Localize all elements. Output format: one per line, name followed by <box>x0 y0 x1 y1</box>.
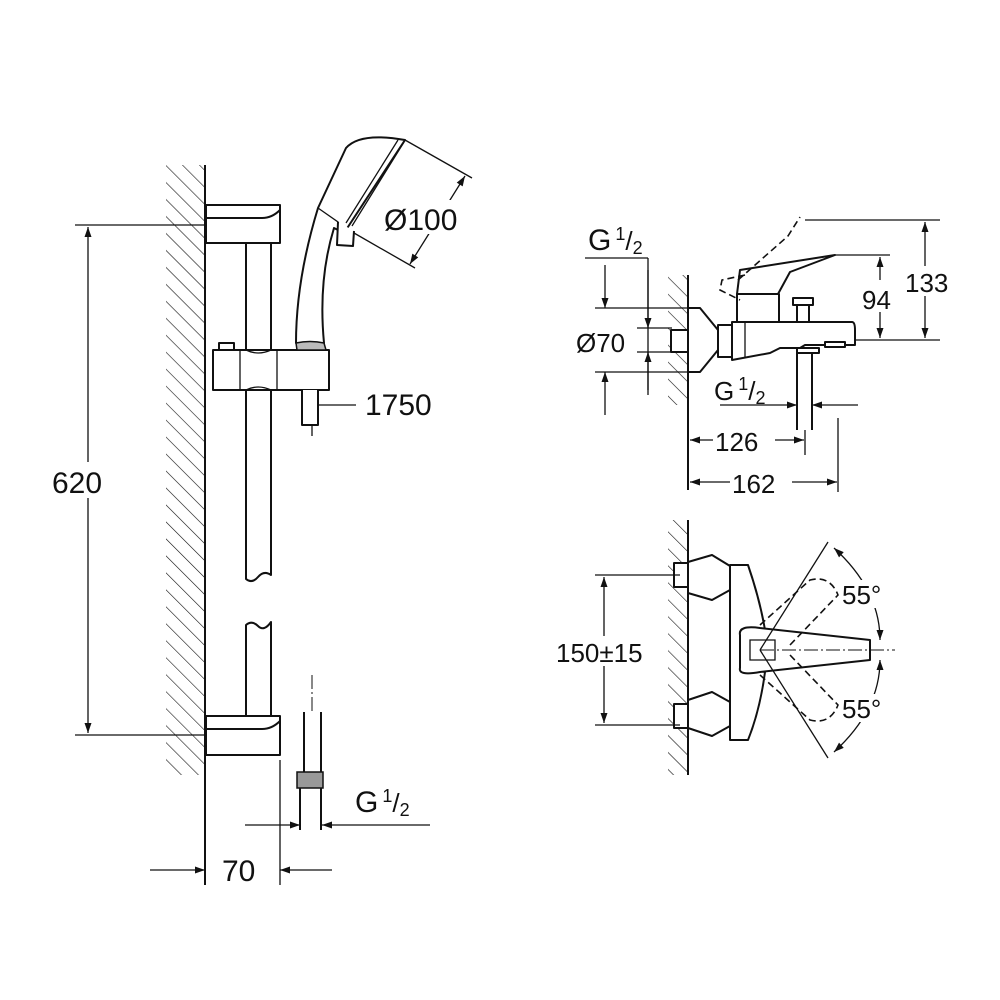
lever <box>736 254 836 295</box>
flange <box>687 307 719 373</box>
hose-bottom <box>303 712 322 772</box>
cartridge-housing <box>736 293 780 323</box>
diverter-knob <box>792 297 814 306</box>
head-diameter-label: Ø100 <box>384 204 457 237</box>
wall-hatch <box>166 165 205 775</box>
lever-raised-ghost <box>737 216 801 281</box>
wall-hatch <box>668 520 688 775</box>
top-bracket <box>205 204 281 244</box>
outlet-projection-label: 126 <box>715 427 758 457</box>
rail-height-label: 620 <box>52 467 102 500</box>
rail-slider <box>212 349 330 391</box>
upper-flange <box>687 554 731 601</box>
spout-aerator <box>824 341 846 348</box>
mixer-body <box>731 321 856 361</box>
lever-height-label: 94 <box>862 285 891 315</box>
total-projection-label: 162 <box>732 469 775 499</box>
bath-mixer-top-view: 55° 55° 150±15 <box>554 520 895 775</box>
rail-lower <box>245 621 272 717</box>
wall-offset-label: 70 <box>222 855 255 888</box>
hose-length-label: 1750 <box>365 389 432 422</box>
centre-distance-label: 150±15 <box>556 638 643 668</box>
bottom-bracket <box>205 715 281 756</box>
angle-up-label: 55° <box>842 580 881 610</box>
total-height-label: 133 <box>905 268 948 298</box>
union-nut <box>717 324 733 358</box>
hose-connector <box>295 340 327 351</box>
outlet-pipe <box>796 353 813 430</box>
flange-diameter-label: Ø70 <box>576 328 625 358</box>
lower-flange <box>687 691 731 737</box>
angle-down-label: 55° <box>842 694 881 724</box>
hose-top <box>301 390 319 426</box>
rail-upper <box>245 242 272 583</box>
hand-shower <box>295 136 406 344</box>
hose-nut <box>296 771 324 789</box>
